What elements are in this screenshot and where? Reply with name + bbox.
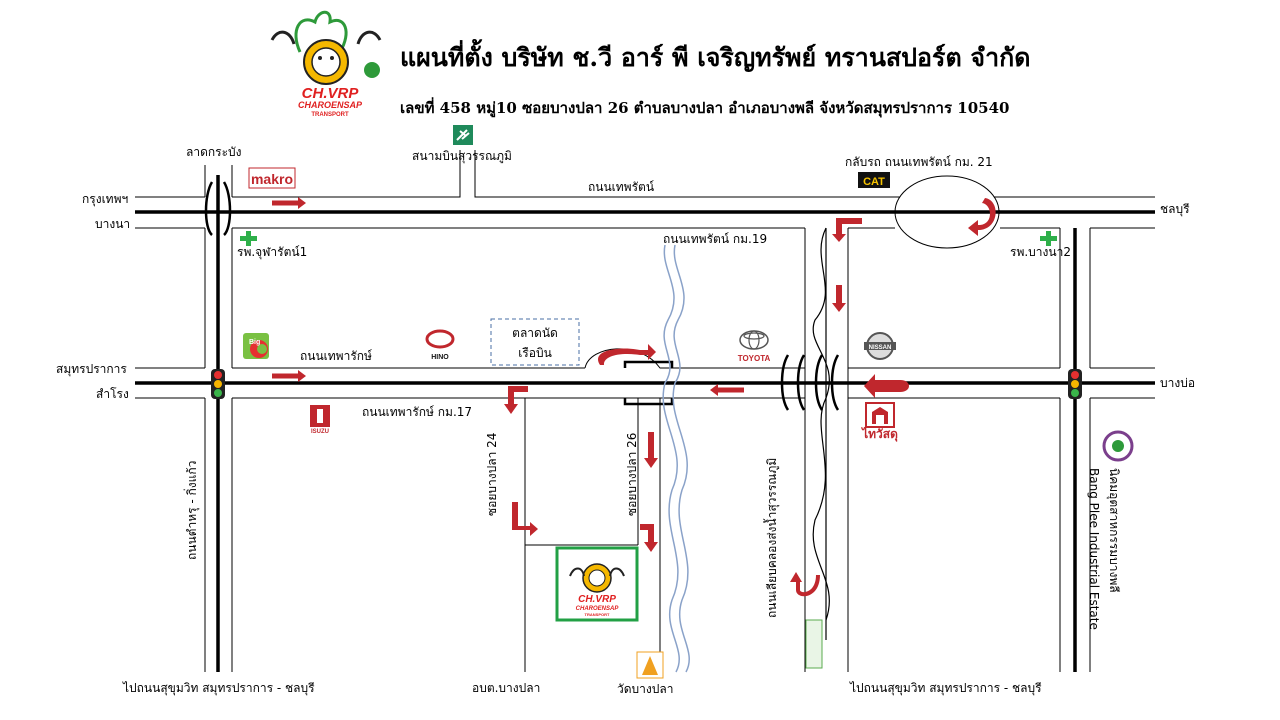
svg-text:CH.VRP: CH.VRP [578,594,616,605]
label-lat-krabang: ลาดกระบัง [186,145,242,159]
label-krungthep: กรุงเทพฯ [82,192,128,207]
label-thepharat-km19: ถนนเทพรัตน์ กม.19 [663,232,767,246]
company-logo: CH.VRP CHAROENSAP TRANSPORT [270,10,382,118]
label-to-sukhumvit-left: ไปถนนสุขุมวิท สมุทรปราการ - ชลบุรี [122,681,315,696]
page-title: แผนที่ตั้ง บริษัท ช.วี อาร์ พี เจริญทรัพ… [400,38,1030,72]
makro-logo: makro [248,167,296,189]
svg-text:ISUZU: ISUZU [311,429,329,435]
tamru-kingkaew-road [204,165,233,672]
label-wat-bangpla: วัดบางปลา [617,682,673,696]
label-obt-bangpla: อบต.บางปลา [472,681,540,695]
label-bangbo: บางบ่อ [1160,376,1195,390]
svg-text:TRANSPORT: TRANSPORT [585,612,610,617]
river [662,244,680,673]
svg-text:ตลาดนัด: ตลาดนัด [512,326,558,340]
isuzu-logo: ISUZU [310,405,330,435]
svg-text:CAT: CAT [863,176,885,188]
estate-label-th: นิคมอุตสาหกรรมบางพลี [1106,468,1121,593]
label-uturn-km21: กลับรถ ถนนเทพรัตน์ กม. 21 [845,155,993,169]
label-bangna: บางนา [95,217,130,231]
bangplee-estate-logo [1102,430,1134,462]
hospital2-icon [1040,231,1057,246]
logo-line1: CH.VRP [302,85,360,102]
svg-text:NISSAN: NISSAN [869,345,892,351]
hospital1-icon [240,231,257,246]
svg-text:Big: Big [249,339,260,346]
logo-line2: CHAROENSAP [298,100,363,110]
theparak-road [135,348,1155,399]
route-arrows [272,197,996,597]
right-vertical-road [1059,228,1091,672]
svg-text:TOYOTA: TOYOTA [738,354,771,363]
boat-market-box: ตลาดนัด เรือบิน [490,318,580,366]
label-canal-road: ถนนเลียบคลองส่งน้ำสุวรรณภูมิ [763,458,780,618]
address-line: เลขที่ 458 หมู่10 ซอยบางปลา 26 ตำบลบางปล… [400,97,1009,118]
thaiwatsadu-logo: ไทวัสดุ [860,402,898,442]
cat-logo: CAT [858,172,890,188]
label-samutprakan: สมุทรปราการ [56,362,127,377]
label-theparak-km17: ถนนเทพารักษ์ กม.17 [362,405,472,419]
traffic-light-right [1068,369,1082,399]
label-soi-bangpla24: ซอยบางปลา 24 [485,433,499,516]
label-hospital1: รพ.จุฬารัตน์1 [237,245,307,260]
svg-text:HINO: HINO [431,354,449,361]
airport-icon [453,125,473,145]
svg-text:เรือบิน: เรือบิน [518,346,552,360]
airport-label: สนามบินสุวรรณภูมิ [412,149,512,164]
company-location-box: CH.VRP CHAROENSAP TRANSPORT [555,546,639,622]
estate-label-en: Bang Plee Industrial Estate [1087,468,1101,630]
label-theparak: ถนนเทพารักษ์ [300,349,372,363]
label-thepharat: ถนนเทพรัตน์ [588,180,654,194]
svg-text:ไทวัสดุ: ไทวัสดุ [860,426,898,442]
label-soi-bangpla26: ซอยบางปลา 26 [625,433,639,516]
toyota-logo: TOYOTA [738,330,771,363]
svg-text:makro: makro [251,171,293,187]
soi-roads [524,360,674,672]
bigc-logo: Big [243,333,269,359]
label-chonburi: ชลบุรี [1160,202,1190,217]
svg-text:CHAROENSAP: CHAROENSAP [576,606,620,612]
logo-line3: TRANSPORT [311,112,349,118]
canal-road [780,227,849,672]
label-tamru-kingkaew: ถนนตำหรุ - กิ่งแก้ว [183,461,200,560]
label-samrong: สำโรง [96,387,129,401]
hino-logo: HINO [425,329,455,361]
label-hospital2: รพ.บางนา2 [1010,245,1071,259]
traffic-light-left [211,369,225,399]
label-to-sukhumvit-right: ไปถนนสุขุมวิท สมุทรปราการ - ชลบุรี [849,681,1042,696]
nissan-logo: NISSAN [864,332,896,360]
temple-icon [636,651,664,679]
